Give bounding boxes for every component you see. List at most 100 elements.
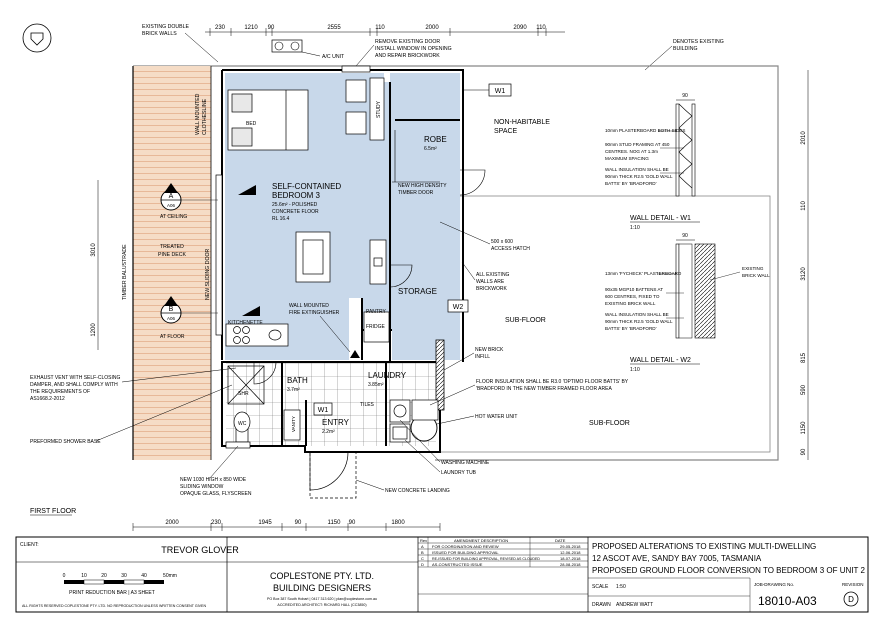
scale-tick-5: 50mm: [163, 573, 177, 579]
storage-label: STORAGE: [398, 287, 437, 296]
entry-area: 2.2m²: [322, 429, 335, 435]
w1-note-3: CENTRES. NOG AT 1.3m: [605, 149, 658, 154]
note-exhaust-4: AS1668.2-2012: [30, 396, 65, 402]
note-existing-double: EXISTING DOUBLE: [142, 24, 190, 30]
deck-labels: TREATED PINE DECK TIMBER BALUSTRADE NEW …: [122, 93, 211, 300]
project-line-2: 12 ASCOT AVE, SANDY BAY 7005, TASMANIA: [592, 554, 762, 563]
scale-tick-4: 40: [141, 573, 147, 579]
sliding-door: [215, 174, 223, 336]
tiles-label: TILES: [360, 402, 375, 408]
note-denotes-existing: DENOTES EXISTING: [673, 39, 724, 45]
w1-title: WALL DETAIL - W1: [630, 215, 691, 222]
vanity-label: VANITY: [291, 416, 296, 432]
note-new-brick: NEW BRICK: [475, 347, 504, 353]
tag-w2: W2: [453, 304, 464, 311]
w2-note-5: WALL INSULATION SHALL BE: [605, 312, 669, 317]
dim-top-3: 90: [268, 25, 275, 31]
note-timber-door-2: TIMBER DOOR: [398, 190, 434, 196]
revision-table: Rev AMENDMENT DESCRIPTION DATE A FOR COO…: [418, 537, 588, 568]
section-a-note: AT CEILING: [160, 214, 187, 220]
note-floor-ins: FLOOR INSULATION SHALL BE R3.0 'OPTIMO F…: [476, 379, 629, 385]
top-dimension-string: 230 1210 90 2555 110 2000 2090 110: [205, 25, 565, 36]
scale-tick-0: 0: [63, 573, 66, 579]
w1-note-6: 90mm THICK R2.5 'GOLD WALL: [605, 174, 673, 179]
note-laundry-tub: LAUNDRY TUB: [441, 470, 477, 476]
north-arrow-icon: [22, 23, 52, 53]
dim-bottom-6: 90: [349, 520, 356, 526]
deck-pine: PINE DECK: [158, 252, 187, 258]
dim-top-1: 230: [215, 25, 226, 31]
w1-note-5: WALL INSULATION SHALL BE: [605, 167, 669, 172]
w2-note-2: 90x35 MGP10 BATTENS AT: [605, 287, 663, 292]
wc-label: WC: [238, 421, 247, 427]
dim-right-3: 3120: [801, 267, 807, 281]
w1-dim: 90: [682, 93, 688, 99]
note-shower-base: PREFORMED SHOWER BASE: [30, 439, 101, 445]
new-window-top: [341, 65, 371, 73]
note-fire-2: FIRE EXTINGUISHER: [289, 310, 340, 316]
first-floor-label: FIRST FLOOR: [30, 508, 76, 515]
note-exhaust-1: EXHAUST VENT WITH SELF-CLOSING: [30, 375, 120, 381]
deck-treated: TREATED: [160, 244, 184, 250]
kitchenette-bench-icon: [225, 323, 289, 347]
toilet-icon: [233, 411, 251, 443]
dim-bottom-4: 90: [295, 520, 302, 526]
fridge-label: FRIDGE: [366, 324, 386, 330]
w2-scale: 1:10: [630, 367, 640, 373]
bottom-dimension-string: 2000 230 1945 90 1150 90 1800 FIRST FLOO…: [30, 508, 441, 531]
w2-note-3: 600 CENTRES, FIXED TO: [605, 294, 660, 299]
dim-right-7: 90: [801, 448, 807, 455]
dim-top-8: 110: [536, 25, 546, 31]
job-number: 18010-A03: [758, 594, 817, 608]
note-window-2: SLIDING WINDOW: [180, 484, 224, 490]
non-habitable-1: NON-HABITABLE: [494, 119, 550, 126]
title-block: CLIENT: TREVOR GLOVER 0 10 20 30 40 50mm…: [15, 536, 869, 613]
rev-c-date: 18-07-2018: [560, 556, 581, 561]
print-reduction-bar: [64, 579, 164, 585]
bedroom-floor: CONCRETE FLOOR: [272, 209, 319, 215]
company-subtitle: BUILDING DESIGNERS: [273, 583, 371, 593]
fridge-icon: [363, 311, 390, 343]
note-washing: WASHING MACHINE: [441, 460, 490, 466]
note-remove-door-3: AND REPAIR BRICKWORK: [375, 53, 440, 59]
note-new-brick-2: INFILL: [475, 354, 490, 360]
study-label: STUDY: [376, 100, 382, 118]
w2-note-7: BATTS' BY 'BRADFORD': [605, 326, 657, 331]
note-denotes-existing-2: BUILDING: [673, 46, 698, 52]
w2-note-4: EXISTING BRICK WALL: [605, 301, 656, 306]
tag-w1: W1: [495, 88, 506, 95]
project-line-3: PROPOSED GROUND FLOOR CONVERSION TO BEDR…: [592, 566, 865, 575]
dim-bottom-2: 230: [211, 520, 222, 526]
storage-door-swing: [389, 264, 413, 288]
dim-top-4: 2555: [327, 25, 341, 31]
subfloor-2: SUB-FLOOR: [589, 420, 630, 427]
ac-unit-icon: [271, 39, 303, 53]
w1-note-7: BATTS' BY 'BRADFORD': [605, 181, 657, 186]
right-dimension-string: 2010 110 3120 815 590 1150 90: [801, 70, 809, 460]
wall-detail-w2: 90 13mm 'FYCHECK' PLASTERBOARD 90x35 MGP…: [605, 233, 770, 373]
note-all-walls-2: WALLS ARE: [476, 279, 505, 285]
shower-icon: [227, 365, 265, 405]
dim-bottom-7: 1800: [391, 520, 405, 526]
dim-right-6: 1150: [801, 421, 807, 435]
wall-detail-w1: 90 10mm PLASTERBOARD BOTH SIDES 90mm STU…: [605, 93, 700, 231]
bed-icon: [227, 89, 309, 151]
rev-head-rev: Rev: [420, 538, 427, 543]
deck-balustrade: TIMBER BALUSTRADE: [122, 244, 128, 300]
new-brick-infill: [435, 339, 445, 411]
section-a-sheet: A06: [167, 203, 176, 208]
company-contact: PO Box 387 South Hobart | 0417 313 620 |…: [267, 597, 377, 601]
rev-head-desc: AMENDMENT DESCRIPTION: [454, 538, 508, 543]
note-all-walls: ALL EXISTING: [476, 272, 510, 278]
company-architect: ACCREDITED ARCHITECT: RICHARD HALL (CC38…: [277, 603, 366, 607]
w2-note-1: 13mm 'FYCHECK' PLASTERBOARD: [605, 271, 682, 276]
dim-top-5: 110: [375, 25, 385, 31]
robe-area: 6.5m²: [424, 146, 437, 152]
w2-dim: 90: [682, 233, 688, 239]
plan-notes: NEW HIGH DENSITY TIMBER DOOR 500 x 600 A…: [30, 183, 629, 497]
revision-circle-icon: [843, 591, 859, 607]
bedroom-rl: RL 16.4: [272, 216, 290, 222]
note-remove-door-2: INSTALL WINDOW IN OPENING: [375, 46, 452, 52]
project-line-1: PROPOSED ALTERATIONS TO EXISTING MULTI-D…: [592, 542, 816, 551]
